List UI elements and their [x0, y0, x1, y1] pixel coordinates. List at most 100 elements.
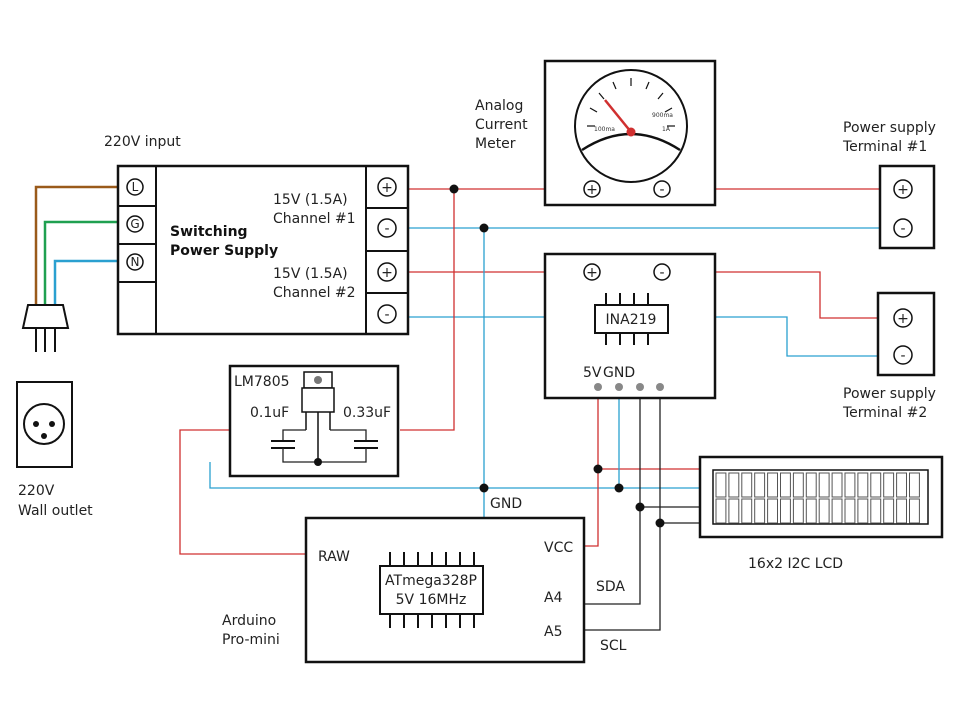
ch1-label-2: Channel #1: [273, 211, 356, 227]
analog-label-2: Current: [475, 117, 528, 133]
analog-current-meter: 100ma 900ma 1A: [543, 59, 717, 207]
junction-lcd-gnd: [614, 483, 624, 493]
vcc-pin-label: VCC: [544, 540, 573, 556]
terminal-G-label: G: [130, 217, 139, 231]
wire-reg-gnd: [209, 462, 700, 489]
arduino-label-2: Pro-mini: [222, 632, 280, 648]
ina-pin-5v: [594, 383, 602, 391]
sps-label-2: Power Supply: [170, 243, 278, 259]
wire-ground: [43, 220, 118, 305]
gnd-bus-label: GND: [490, 496, 522, 512]
lcd-16x2-display: [698, 455, 944, 539]
junction-vcc: [593, 464, 603, 474]
ina-pin-sda: [636, 383, 644, 391]
lcd-cell: [857, 472, 869, 498]
lcd-cell: [870, 498, 882, 524]
atmega-label-1: ATmega328P: [385, 573, 477, 589]
sps-label-1: Switching: [170, 224, 248, 240]
terminal-L-label: L: [132, 180, 139, 194]
lcd-cell: [831, 498, 843, 524]
lcd-cell: [767, 472, 778, 498]
lcd-cell: [844, 472, 856, 498]
wire-ina-to-t2-minus: [715, 316, 880, 357]
wire-live: [34, 185, 118, 305]
power-plug: [21, 304, 70, 352]
ch1-minus-terminal: -: [377, 218, 397, 238]
ina-minus-symbol: -: [659, 265, 664, 281]
lcd-cell: [792, 472, 804, 498]
wall-outlet: [16, 381, 73, 468]
wire-ina-to-t2: [662, 271, 880, 319]
lcd-cell: [715, 498, 727, 524]
input-220-label: 220V input: [104, 134, 181, 150]
meter-1a: 1A: [662, 126, 671, 133]
lcd-cell: [909, 472, 920, 498]
wall-outlet-label-1: 220V: [18, 483, 55, 499]
t1-plus-symbol: +: [897, 182, 909, 198]
lm7805-label: LM7805: [234, 374, 290, 390]
junction-gnd: [479, 483, 489, 493]
lcd-cell: [754, 472, 766, 498]
lcd-cell: [818, 498, 830, 524]
a4-pin-label: A4: [544, 590, 563, 606]
ina-pin-scl: [656, 383, 664, 391]
ch2-minus-terminal: -: [377, 304, 397, 324]
switching-power-supply: [116, 164, 410, 336]
arduino-label-1: Arduino: [222, 613, 276, 629]
wire-raw: [179, 429, 306, 555]
ina-pin-gnd: [615, 383, 623, 391]
lcd-cell: [909, 498, 920, 524]
ina-minus-terminal: -: [653, 263, 671, 281]
lcd-cell: [883, 472, 895, 498]
ch2-plus-symbol: +: [381, 265, 393, 281]
terminal-G: G: [126, 215, 144, 233]
t2-plus-symbol: +: [897, 311, 909, 327]
terminal-N: N: [126, 253, 144, 271]
lcd-cell: [831, 472, 843, 498]
wall-outlet-label-2: Wall outlet: [18, 503, 93, 519]
scl-label: SCL: [600, 638, 627, 654]
wire-vcc: [584, 386, 599, 547]
lcd-cell: [857, 498, 869, 524]
ina-plus-terminal: +: [583, 263, 601, 281]
lcd-cell: [728, 498, 740, 524]
terminal-L: L: [126, 178, 144, 196]
terminal-N-label: N: [131, 255, 140, 269]
meter-minus-terminal: -: [653, 180, 671, 198]
ch2-minus-symbol: -: [384, 307, 389, 323]
cap1-label: 0.1uF: [250, 405, 289, 421]
wire-neutral: [53, 259, 118, 305]
power-supply-terminal-1: + -: [878, 164, 936, 250]
atmega-label-2: 5V 16MHz: [396, 592, 467, 608]
lcd-cell: [896, 472, 907, 498]
lcd-cell: [780, 498, 791, 524]
pst2-label-2: Terminal #2: [842, 405, 927, 421]
ina-5v-label: 5V: [583, 365, 602, 381]
lcd-cell: [883, 498, 895, 524]
t2-minus-symbol: -: [900, 348, 905, 364]
raw-pin-label: RAW: [318, 549, 350, 565]
arduino-pro-mini: ATmega328P 5V 16MHz: [304, 516, 586, 664]
wire-reg-in: [400, 189, 455, 431]
junction-scl: [655, 518, 665, 528]
pst2-label-1: Power supply: [843, 386, 936, 402]
ina219-board: INA219: [543, 252, 717, 400]
lm7805-regulator: [228, 364, 400, 478]
lcd-cell: [741, 472, 753, 498]
ch1-minus-symbol: -: [384, 221, 389, 237]
lcd-cell: [741, 498, 753, 524]
a5-pin-label: A5: [544, 624, 562, 640]
sda-label: SDA: [596, 579, 625, 595]
ch2-plus-terminal: +: [377, 262, 397, 282]
t1-minus-symbol: -: [900, 221, 905, 237]
lcd-cell: [805, 472, 817, 498]
pst1-label-1: Power supply: [843, 120, 936, 136]
lcd-cell: [728, 472, 740, 498]
meter-900ma: 900ma: [652, 112, 673, 119]
power-supply-terminal-2: + -: [876, 291, 936, 377]
junction-ch1-plus: [449, 184, 459, 194]
meter-plus-symbol: +: [586, 182, 598, 198]
lcd-cell: [754, 498, 766, 524]
ina-gnd-label: GND: [603, 365, 635, 381]
